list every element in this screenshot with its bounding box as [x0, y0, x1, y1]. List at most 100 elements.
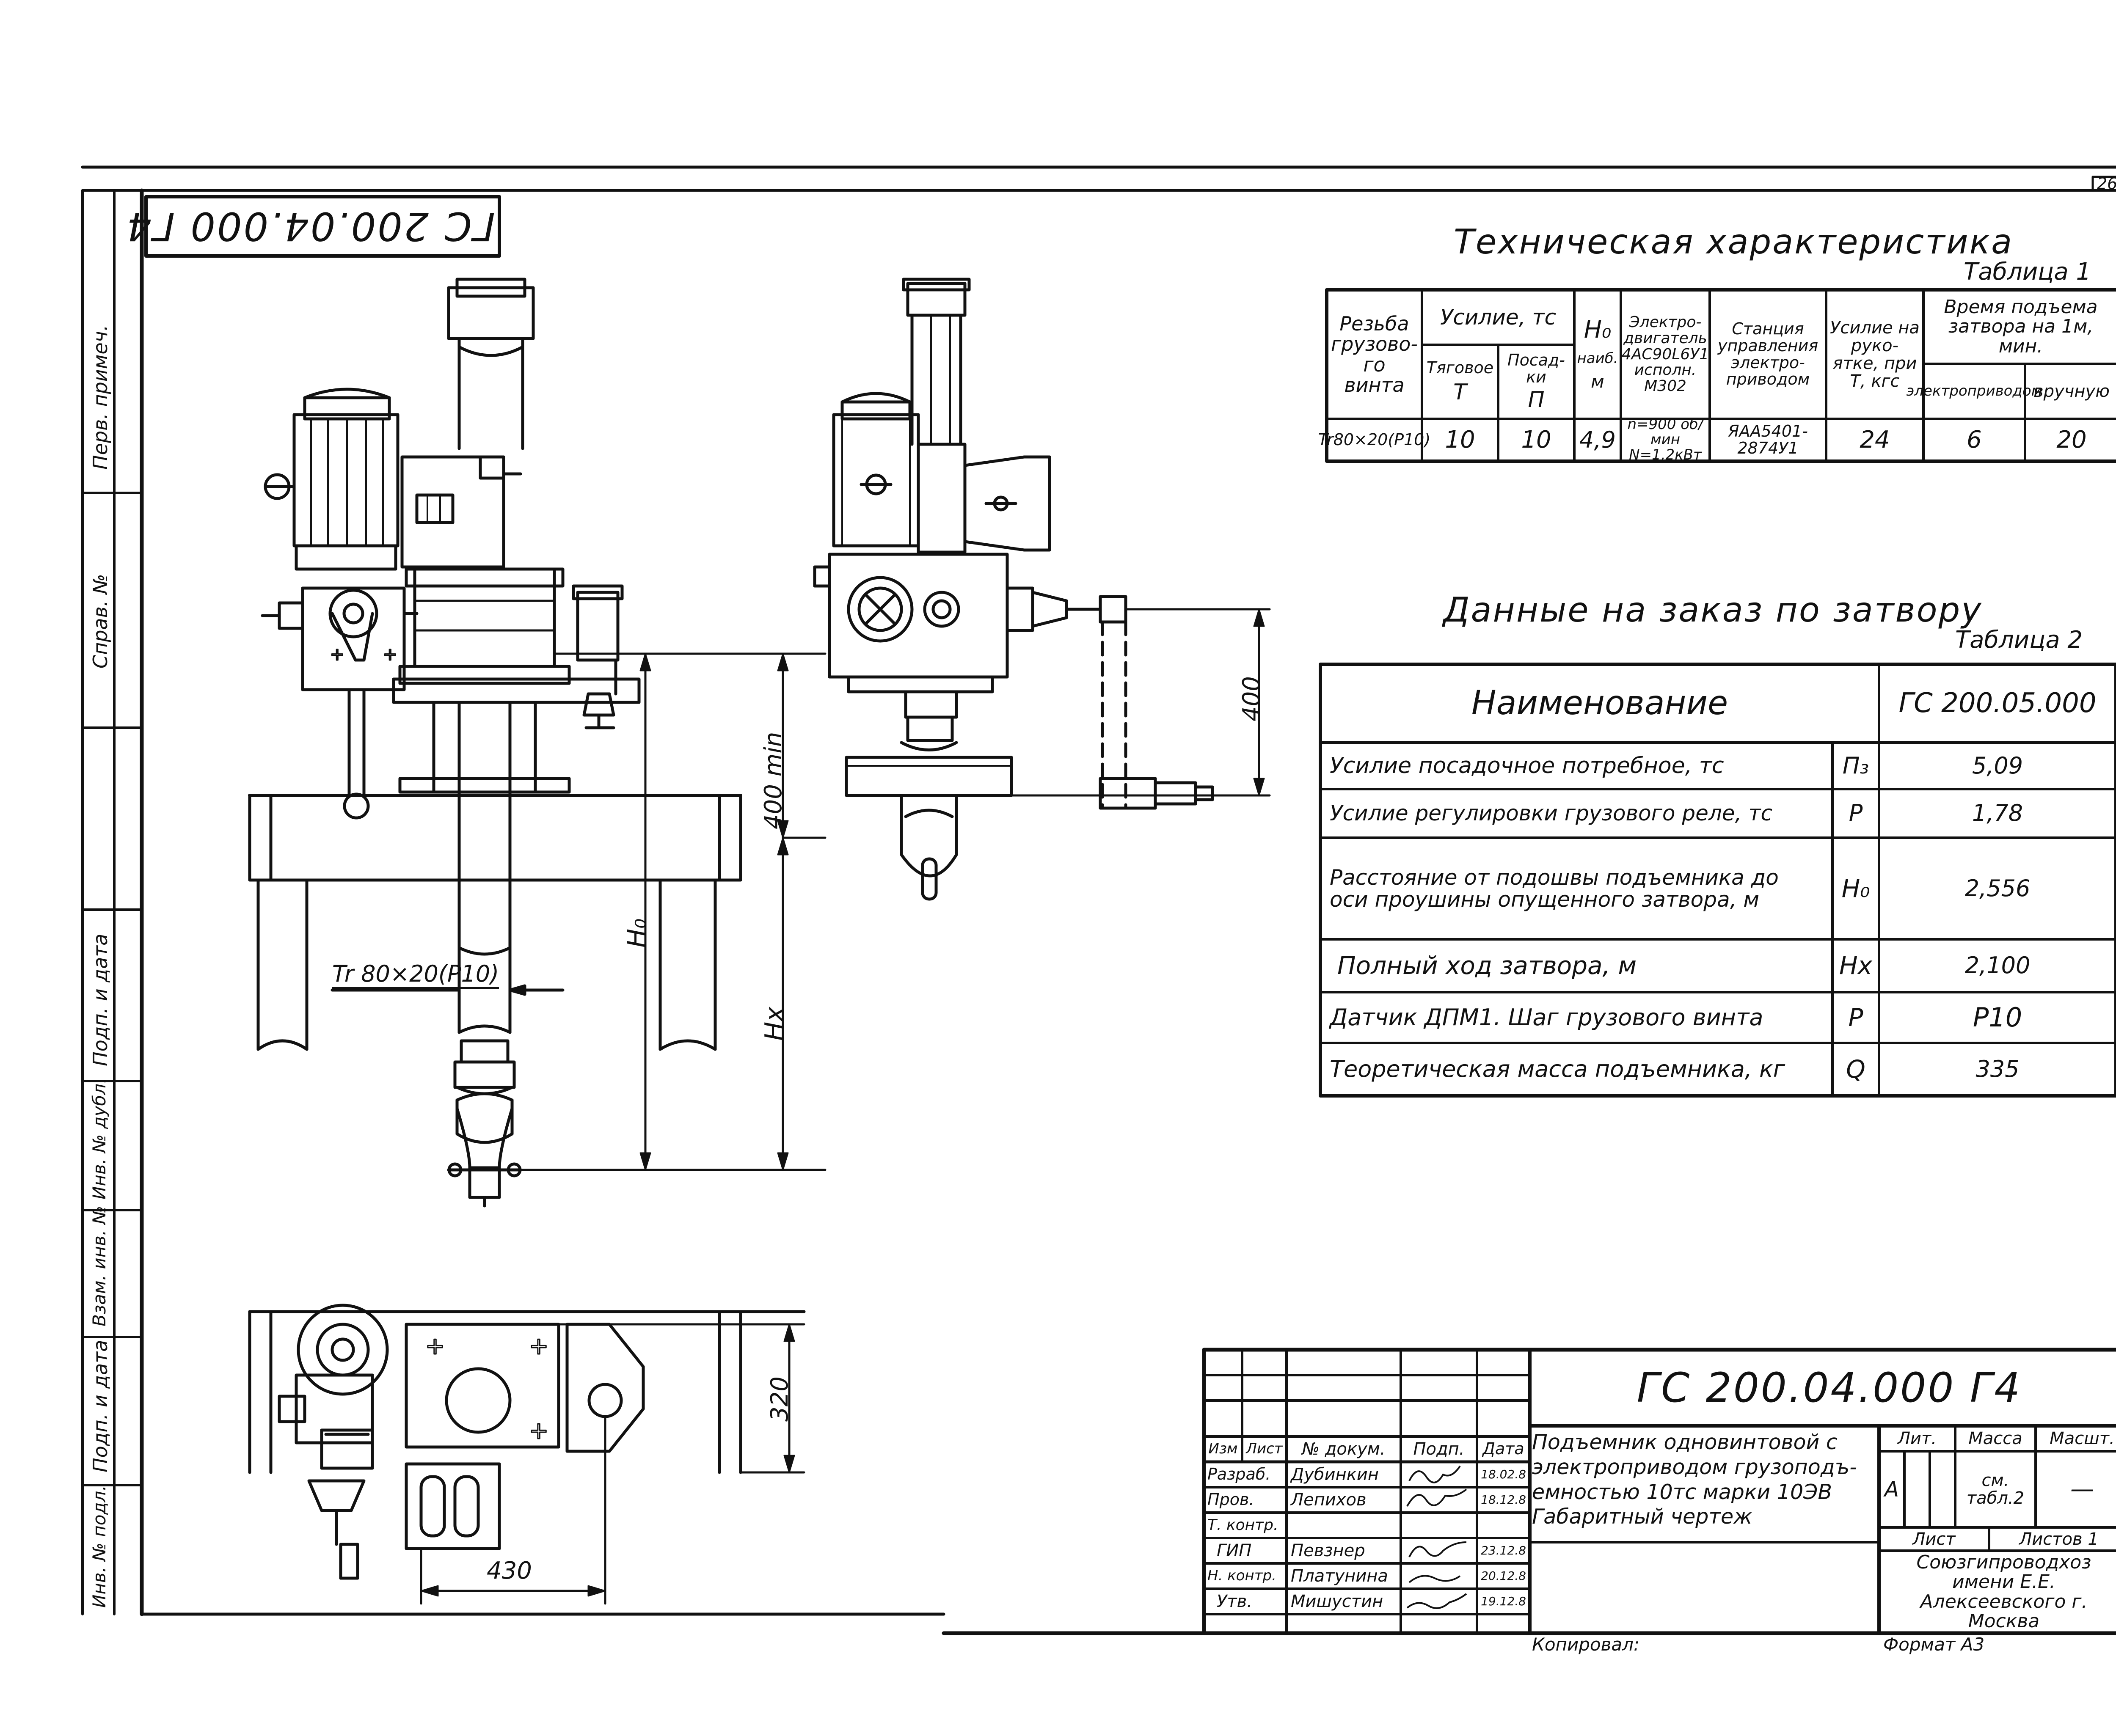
- t1-h-h0-sym: H₀: [1584, 316, 1612, 344]
- t1-h-time-manual: вручную: [2033, 382, 2110, 401]
- tb-code: ГС 200.04.000 Г4: [1637, 1364, 2022, 1411]
- t2-r0-sym: П₃: [1842, 752, 1869, 779]
- thread-label: Tr 80×20(P10): [332, 960, 499, 989]
- tb-p5-date: 19.12.8: [1481, 1594, 1526, 1609]
- table2-grid: [1319, 663, 2116, 1098]
- tb-p4-date: 20.12.8: [1481, 1569, 1526, 1583]
- tb-lit-value: А: [1884, 1477, 1899, 1502]
- t1-h-force: Усилие, тс: [1440, 305, 1557, 330]
- tb-p1-name: Лепихов: [1291, 1490, 1367, 1510]
- table1-grid: [1325, 288, 2116, 463]
- front-view: + +: [248, 278, 827, 1208]
- t2-r4-val: Р10: [1973, 1002, 2022, 1033]
- tb-h-list: Лист: [1246, 1440, 1283, 1458]
- signature-2: [1406, 1488, 1467, 1507]
- tb-p3-role: ГИП: [1217, 1541, 1252, 1560]
- t2-h-name: Наименование: [1471, 684, 1728, 722]
- sheet-number: 26: [2097, 174, 2116, 193]
- t2-r3-val: 2,100: [1964, 952, 2031, 979]
- tb-p0-name: Дубинкин: [1291, 1465, 1379, 1484]
- svg-text:+: +: [425, 1332, 445, 1359]
- t1-h-h0: H₀ наиб. м: [1574, 290, 1621, 419]
- svg-text:+: +: [383, 645, 397, 664]
- t1-h-thread: Резьба грузово-го винта: [1331, 312, 1418, 396]
- tb-mass-label: Масса: [1968, 1429, 2022, 1448]
- t1-v-seat: 10: [1521, 426, 1551, 454]
- tb-sheets-label: Листов 1: [2019, 1529, 2099, 1549]
- t1-h-motor: Электро-двигатель 4АС90L6У1 исполн. М302: [1621, 314, 1709, 395]
- table2-heading: Данные на заказ по затвору: [1443, 590, 1983, 630]
- tb-p5-role: Утв.: [1217, 1592, 1252, 1611]
- tb-p1-role: Пров.: [1207, 1490, 1254, 1509]
- t2-r5-name: Теоретическая масса подъемника, кг: [1330, 1056, 1785, 1083]
- t2-r1-sym: Р: [1849, 800, 1863, 827]
- t1-v-handle: 24: [1860, 426, 1890, 454]
- t1-v-time-electric: 6: [1967, 426, 1982, 454]
- tb-p2-role: Т. контр.: [1207, 1516, 1278, 1534]
- t1-h-handle: Усилие на руко-ятке, при Т, кгс: [1830, 318, 1920, 391]
- t1-h-seat: Посад-ки П: [1498, 345, 1574, 419]
- tb-p4-role: Н. контр.: [1207, 1567, 1276, 1585]
- tb-title: Подъемник одновинтовой с электроприводом…: [1532, 1430, 1857, 1529]
- t1-h-traction-sym: Т: [1453, 380, 1467, 405]
- t2-r5-val: 335: [1975, 1056, 2020, 1083]
- table2-caption: Таблица 2: [1955, 626, 2083, 654]
- tb-org: Союзгипроводхоз имени Е.Е. Алексеевского…: [1916, 1552, 2091, 1632]
- plan-view: + + +: [248, 1304, 806, 1605]
- t1-h-h0-unit: м: [1591, 371, 1604, 392]
- t1-h-seat-sym: П: [1528, 387, 1545, 413]
- tb-p0-role: Разраб.: [1207, 1465, 1271, 1484]
- t2-r0-name: Усилие посадочное потребное, тс: [1330, 753, 1724, 779]
- t2-r5-sym: Q: [1846, 1055, 1865, 1084]
- t1-h-traction: Тяговое Т: [1422, 345, 1498, 419]
- title-block-grid: [1202, 1348, 2116, 1635]
- t1-h-h0-sub: наиб.: [1577, 350, 1618, 367]
- tb-sheet-label: Лист: [1912, 1529, 1956, 1549]
- t2-r1-val: 1,78: [1972, 800, 2023, 827]
- tb-h-date: Дата: [1482, 1439, 1524, 1458]
- tb-p1-date: 18.12.8: [1481, 1493, 1526, 1507]
- t1-h-seat-label: Посад-ки: [1507, 351, 1565, 387]
- tb-lit-label: Лит.: [1897, 1429, 1937, 1448]
- t2-r3-name: Полный ход затвора, м: [1337, 951, 1637, 980]
- svg-text:+: +: [330, 645, 344, 664]
- tb-p4-name: Платунина: [1291, 1566, 1388, 1586]
- signature-5: [1406, 1593, 1467, 1609]
- svg-text:+: +: [529, 1332, 548, 1359]
- t2-r2-name: Расстояние от подошвы подъемника до оси …: [1330, 865, 1779, 912]
- t2-r1-name: Усилие регулировки грузового реле, тс: [1330, 801, 1772, 826]
- tb-h-doc: № докум.: [1302, 1439, 1386, 1459]
- tb-scale-value: —: [2070, 1475, 2094, 1503]
- table1-heading: Техническая характеристика: [1454, 222, 2014, 261]
- t1-v-motor: n=900 об/мин N=1,2кВт: [1627, 416, 1703, 463]
- tb-h-sign: Подп.: [1413, 1439, 1465, 1459]
- signature-4: [1408, 1575, 1461, 1583]
- t2-r2-val: 2,556: [1964, 875, 2031, 902]
- t2-r4-sym: Р: [1848, 1003, 1863, 1032]
- t1-h-time-electric: электроприводом: [1906, 382, 2042, 400]
- t1-v-time-manual: 20: [2056, 426, 2087, 454]
- tb-scale-label: Масшт.: [2050, 1429, 2115, 1448]
- tb-format: Формат А3: [1883, 1634, 1985, 1655]
- t1-v-station: ЯАА5401-2874У1: [1728, 422, 1808, 457]
- t1-v-traction: 10: [1445, 426, 1475, 454]
- svg-text:+: +: [529, 1417, 548, 1444]
- signature-3: [1408, 1541, 1467, 1557]
- t2-h-value: ГС 200.05.000: [1898, 687, 2097, 719]
- sheet-number-box: [2091, 176, 2116, 192]
- tb-p3-name: Певзнер: [1291, 1541, 1365, 1560]
- dim-430: 430: [487, 1557, 532, 1585]
- tb-p5-name: Мишустин: [1291, 1592, 1383, 1611]
- t1-v-h0: 4,9: [1579, 426, 1616, 453]
- t2-r0-val: 5,09: [1972, 752, 2023, 779]
- corner-stamp-box: [144, 195, 501, 258]
- t1-h-station: Станция управления электро-приводом: [1717, 319, 1818, 389]
- t2-r4-name: Датчик ДПМ1. Шаг грузового винта: [1330, 1004, 1763, 1031]
- tb-mass-value: см. табл.2: [1966, 1471, 2025, 1508]
- tb-p0-date: 18.02.8: [1481, 1467, 1526, 1482]
- t1-h-traction-label: Тяговое: [1426, 358, 1494, 377]
- tb-p3-date: 23.12.8: [1481, 1543, 1526, 1558]
